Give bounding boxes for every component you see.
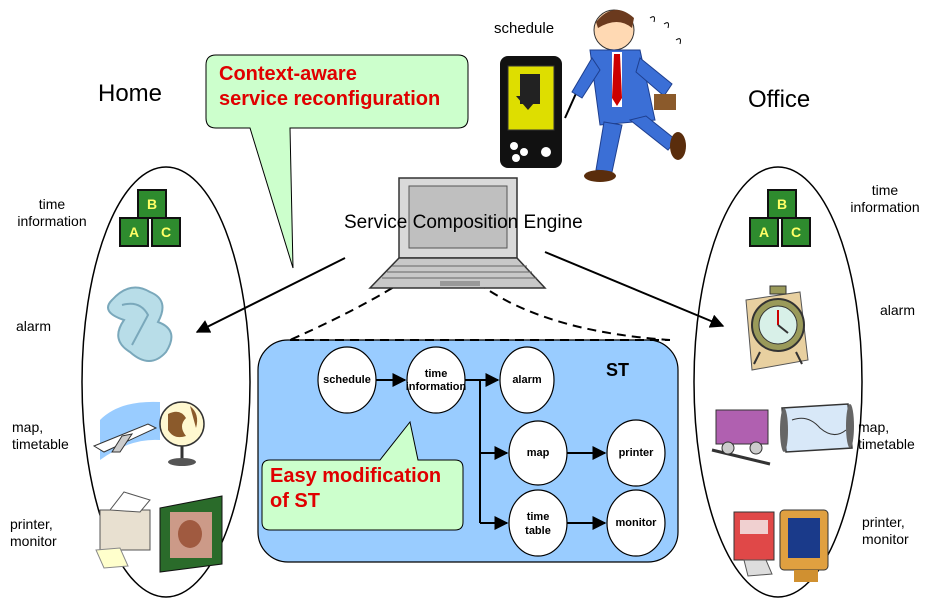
arrow-to-home [195,257,346,333]
office-alarm-label: alarm [880,302,916,318]
node-monitor-label: monitor [615,517,657,529]
callout-bottom-line1: Easy modification [270,465,442,487]
office-printer-line2: monitor [862,531,909,547]
businessman-icon [571,9,686,182]
abc-blocks-icon-office: B A C [749,189,811,247]
node-timetable-line2: table [525,525,551,537]
office-time-line1: time [871,182,899,198]
node-printer [606,419,666,487]
printer-icon-office [733,511,775,577]
home-time-line2: information [17,213,87,229]
node-schedule-label: schedule [323,374,371,386]
node-alarm-label: alarm [512,374,542,386]
node-time-info-line1: time [424,368,448,380]
office-time-line2: information [850,199,920,215]
home-map-line2: timetable [12,436,69,452]
office-map-line2: timetable [858,436,915,452]
map-scroll-icon [780,403,854,453]
st-label: ST [606,360,630,380]
node-map-label: map [526,447,550,459]
office-time-label: time information [842,182,928,216]
callout-top-line2: service reconfiguration [219,88,441,110]
office-map-line1: map, [858,419,890,435]
node-time-info-line2: information [405,381,467,393]
laptop-icon [368,177,547,289]
dashed-left [289,262,431,341]
monitor-icon [159,495,223,573]
home-label: Home [98,80,163,107]
callout-bottom-bubble [261,420,464,531]
abc-blocks-icon: B A C [119,189,181,247]
printer-icon [95,491,151,569]
office-label: Office [748,86,811,113]
pda-icon [500,56,562,168]
home-time-label: time information [10,196,94,230]
office-ellipse [693,166,863,598]
st-graph [317,346,666,557]
home-printer-line2: monitor [10,533,57,549]
svg-text:A: A [759,224,769,240]
train-car-icon [711,409,771,466]
svg-text:C: C [161,224,171,240]
node-printer-label: printer [618,447,654,459]
node-time-information-label: time information [398,368,474,394]
svg-text:C: C [791,224,801,240]
monitor-icon-office [779,509,829,582]
office-printer-label: printer, monitor [862,514,909,548]
airplane-icon [92,401,160,460]
home-map-label: map, timetable [12,419,69,453]
callout-bottom-text: Easy modification of ST [270,464,441,514]
node-timetable-label: time table [509,510,567,538]
svg-text:A: A [129,224,139,240]
callout-top-bubble [205,54,469,269]
home-ellipse [81,166,251,598]
alarm-abstract-icon [107,286,173,362]
node-monitor [606,489,666,557]
node-alarm [499,346,555,414]
callout-top-text: Context-aware service reconfiguration [219,62,440,112]
engine-label: Service Composition Engine [344,212,583,233]
home-printer-line1: printer, [10,516,53,532]
office-printer-line1: printer, [862,514,905,530]
home-alarm-label: alarm [16,318,52,334]
svg-text:B: B [147,196,157,212]
callout-bottom-line2: of ST [270,490,320,512]
home-time-line1: time [38,196,66,212]
home-map-line1: map, [12,419,44,435]
node-timetable-line1: time [526,511,550,523]
schedule-label: schedule [494,20,555,37]
svg-text:B: B [777,196,787,212]
office-map-label: map, timetable [858,419,915,453]
callout-top-line1: Context-aware [219,63,357,85]
globe-icon [159,401,205,466]
arrow-to-office [544,251,725,328]
home-printer-label: printer, monitor [10,516,57,550]
alarm-clock-icon [745,285,809,371]
